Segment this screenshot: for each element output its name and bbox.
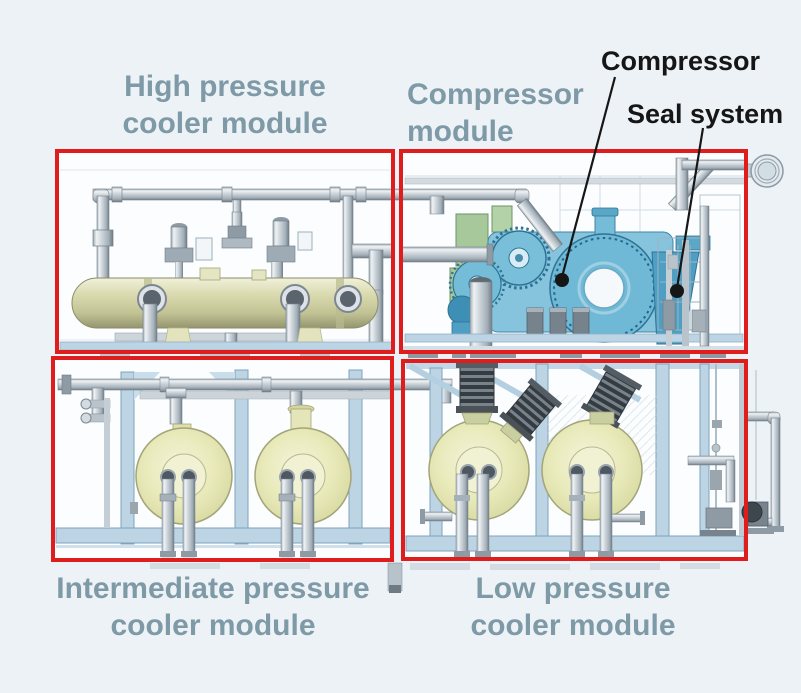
ip-side-fittings xyxy=(80,398,138,528)
hp-base-frame xyxy=(59,341,393,351)
low-pressure-cooler-box xyxy=(401,359,748,561)
external-piping-and-pump xyxy=(741,370,784,534)
floor-line xyxy=(401,346,746,350)
high-pressure-cooler-label: High pressure cooler module xyxy=(122,70,328,140)
compressor-module-label: Compressor module xyxy=(407,78,584,148)
top-right-pipe xyxy=(667,157,747,211)
low-pressure-cooler-label: Low pressure cooler module xyxy=(470,572,676,642)
compressor-module-drawing xyxy=(400,157,747,351)
right-drop-pipe xyxy=(342,195,354,289)
valve-actuator-right xyxy=(266,217,313,278)
lp-down-pipes xyxy=(454,464,614,559)
module-outline-boxes xyxy=(51,149,748,562)
high-pressure-cooler-box xyxy=(55,149,395,354)
inspection-flange xyxy=(583,267,625,309)
compressor-callout-label: Compressor xyxy=(601,46,761,76)
pedestals xyxy=(526,307,590,339)
lp-right-piping xyxy=(687,364,744,536)
left-riser-pipe xyxy=(92,195,114,283)
compressor-base-frame xyxy=(404,333,744,343)
center-valve-cluster xyxy=(221,199,253,249)
pipe-flange-icon xyxy=(745,154,784,188)
seal-system-point-marker xyxy=(670,284,684,298)
compressor-leader-line xyxy=(560,76,617,278)
intermediate-pressure-cooler-box xyxy=(51,356,394,562)
compressor-point-marker xyxy=(555,273,569,287)
low-pressure-cooler-drawing xyxy=(391,362,745,559)
compressor-module-box xyxy=(399,149,748,354)
high-pressure-cooler-drawing xyxy=(59,169,527,353)
lp-side-stubs xyxy=(420,509,645,525)
inlet-pipes xyxy=(400,188,563,351)
drawing-gap-marks xyxy=(100,353,726,593)
callout-leaders xyxy=(555,76,705,298)
seal-system-leader-line xyxy=(675,127,705,289)
intermediate-pressure-cooler-label: Intermediate pressure cooler module xyxy=(56,572,370,642)
ip-down-pipes xyxy=(159,469,316,558)
valve-actuator-left xyxy=(164,223,213,280)
expansion-bellows-vertical xyxy=(456,362,498,425)
seal-system-assembly xyxy=(657,205,710,347)
expansion-bellows-angled-left xyxy=(499,377,563,444)
seal-system-callout-label: Seal system xyxy=(627,99,784,129)
intermediate-cooler-drawing xyxy=(55,369,391,558)
lp-cooler-vessel-right xyxy=(541,419,643,521)
